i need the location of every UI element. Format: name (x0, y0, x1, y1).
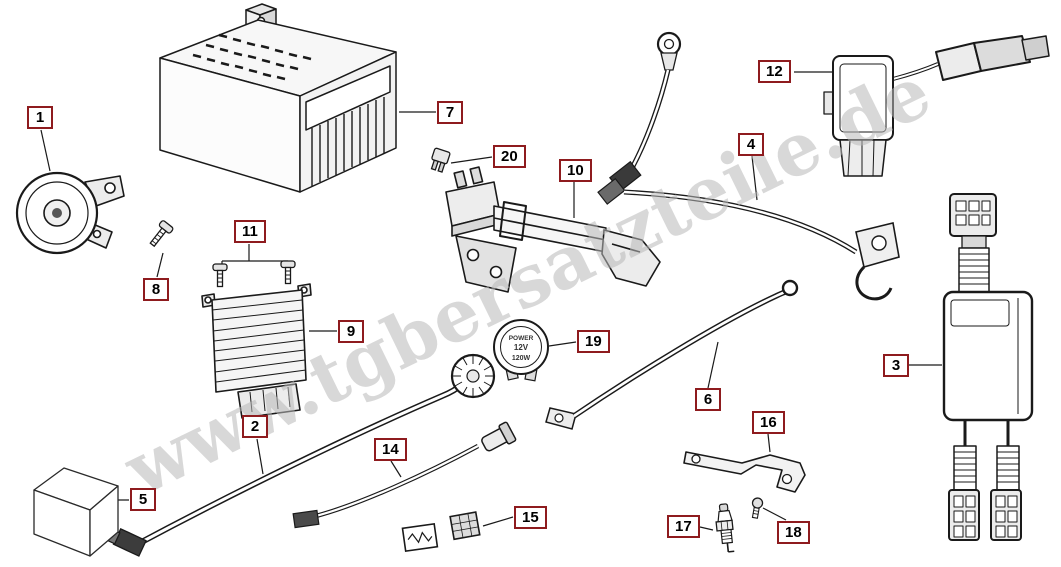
leader-lines (40, 71, 942, 531)
part-label-12: 12 (758, 60, 791, 83)
battery-illustration (159, 3, 397, 193)
fuse-holder-voltage-text: 12V (514, 343, 529, 352)
relay-illustration (823, 35, 1050, 177)
ground-wire-illustration (597, 31, 900, 301)
part-label-19: 19 (577, 330, 610, 353)
fuse-holder-brand-text: POWER (509, 335, 534, 342)
part-label-10: 10 (559, 159, 592, 182)
part-label-5: 5 (130, 488, 156, 511)
part-label-6: 6 (695, 388, 721, 411)
part-label-1: 1 (27, 106, 53, 129)
part-label-7: 7 (437, 101, 463, 124)
spark-plug-illustration (715, 503, 735, 553)
fuse-illustration (430, 147, 451, 173)
part-label-16: 16 (752, 411, 785, 434)
fuse-holder-wattage-text: 120W (512, 355, 531, 362)
part-label-17: 17 (667, 515, 700, 538)
part-label-9: 9 (338, 320, 364, 343)
part-label-20: 20 (493, 145, 526, 168)
small-parts-illustration (401, 511, 481, 553)
horn-illustration (15, 171, 125, 255)
cdi-unit-illustration (942, 193, 1034, 541)
bolt-illustration (751, 497, 764, 519)
regulator-rectifier-illustration (201, 283, 312, 419)
part-label-4: 4 (738, 133, 764, 156)
storage-box-illustration (33, 467, 119, 557)
cable-14-illustration (292, 421, 517, 529)
part-label-11: 11 (234, 220, 266, 243)
part-label-8: 8 (143, 278, 169, 301)
part-label-18: 18 (777, 521, 810, 544)
ignition-coil-illustration (445, 166, 661, 293)
bracket-illustration (683, 451, 806, 493)
part-label-15: 15 (514, 506, 547, 529)
mounting-screws-illustration (212, 260, 296, 288)
part-label-2: 2 (242, 415, 268, 438)
fuse-holder-illustration: POWER 12V 120W (493, 319, 549, 382)
part-label-3: 3 (883, 354, 909, 377)
battery-cable-illustration (545, 279, 799, 430)
part-label-14: 14 (374, 438, 407, 461)
screw-8-illustration (149, 220, 174, 248)
